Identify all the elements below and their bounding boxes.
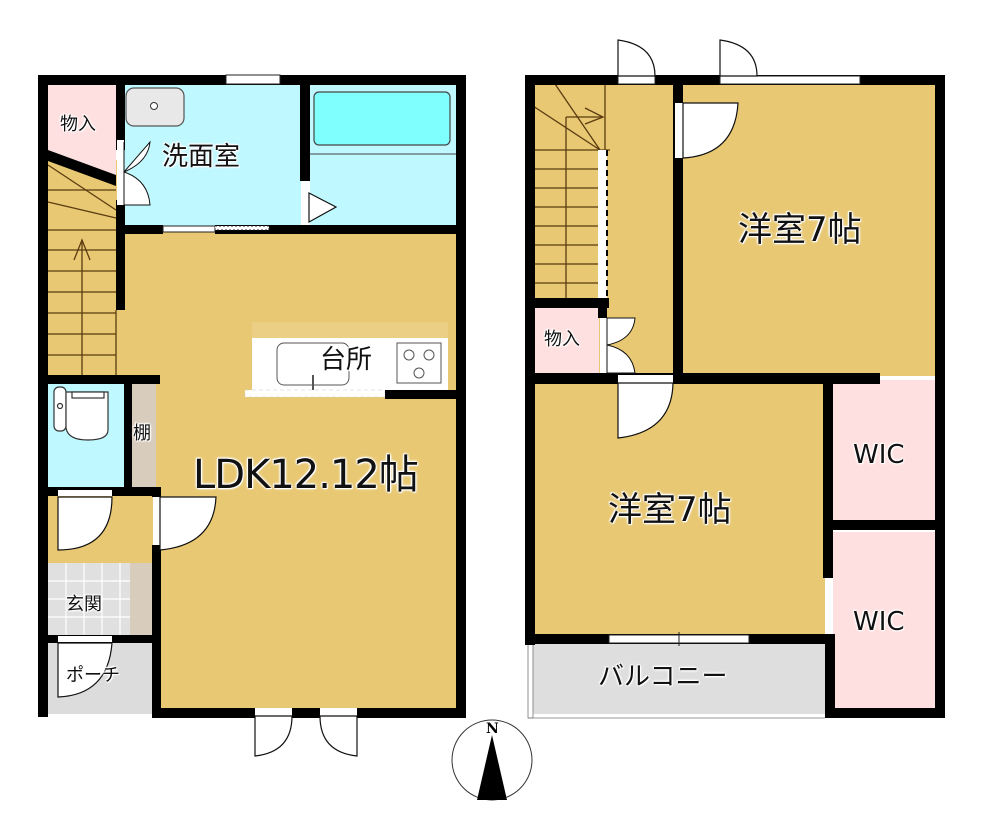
room-label-storage-1f: 物入 [60, 114, 96, 135]
room-label-western-north: 洋室7帖 [738, 210, 862, 250]
stairs-2f [532, 83, 610, 298]
compass [451, 719, 533, 801]
storage-2f-floor [533, 307, 599, 373]
compass-north-label: N [486, 721, 499, 737]
room-south-floor [533, 384, 825, 634]
ldk-floor [120, 232, 456, 710]
bathtub [313, 91, 451, 146]
doors-2f [600, 39, 758, 439]
room-label-kitchen: 台所 [320, 345, 373, 375]
north-arrow-icon [477, 735, 507, 800]
floor-1 [38, 74, 466, 757]
wic-lower-floor [833, 532, 935, 710]
stove [396, 342, 442, 384]
room-label-genkan: 玄関 [66, 594, 102, 615]
room-label-ldk: LDK12.12帖 [193, 452, 419, 498]
shelf-floor [132, 383, 156, 488]
stairs-1f [47, 164, 117, 380]
wic-upper-floor [833, 380, 935, 522]
room-label-wic-lower: WIC [853, 607, 905, 637]
room-label-western-south: 洋室7帖 [608, 490, 732, 530]
genkan-step [130, 563, 152, 635]
room-label-storage-2f: 物入 [544, 329, 580, 350]
floor-2 [451, 39, 945, 801]
room-label-shelf: 棚 [133, 423, 151, 444]
toilet [53, 386, 109, 441]
room-label-balcony: バルコニー [598, 662, 728, 692]
room-label-wic-upper: WIC [853, 440, 905, 470]
balcony-floor [533, 644, 825, 714]
room-label-washroom: 洗面室 [162, 142, 241, 172]
doors-1f [57, 140, 358, 757]
room-label-porch: ポーチ [66, 665, 120, 686]
